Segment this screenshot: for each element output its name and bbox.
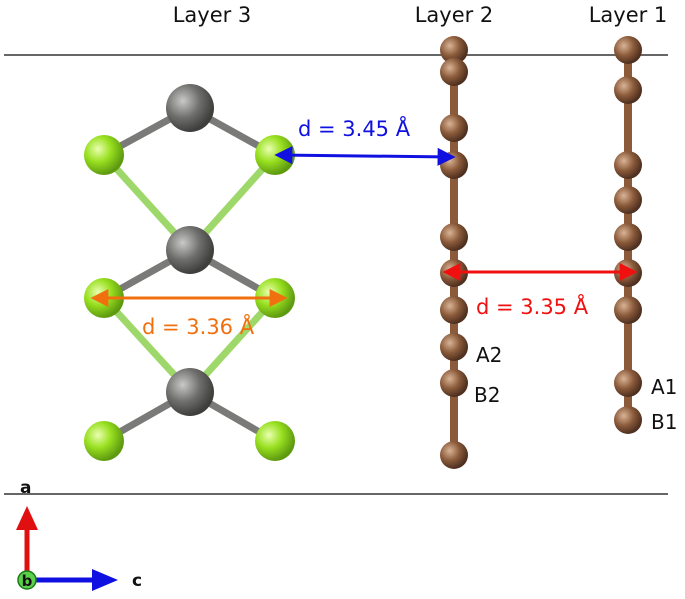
axis-b-marker bbox=[17, 570, 37, 590]
site-label-a2: A2 bbox=[476, 343, 502, 367]
layer-3-structure bbox=[84, 84, 295, 461]
layer-1-structure bbox=[614, 36, 642, 434]
site-label-a1: A1 bbox=[651, 375, 677, 399]
carbon-atom bbox=[614, 76, 642, 104]
crystal-axes: a c b bbox=[16, 478, 142, 591]
carbon-atom bbox=[614, 151, 642, 179]
axis-c-label: c bbox=[132, 571, 142, 591]
halogen-atom bbox=[255, 421, 295, 461]
distance-label-orange: d = 3.36 Å bbox=[142, 313, 255, 339]
site-label-b2: B2 bbox=[474, 383, 500, 407]
carbon-atom bbox=[440, 151, 468, 179]
carbon-atom bbox=[614, 36, 642, 64]
carbon-atom bbox=[440, 58, 468, 86]
distance-arrow-blue bbox=[274, 146, 456, 166]
carbon-atom-a1 bbox=[614, 369, 642, 397]
carbon-atom bbox=[440, 441, 468, 469]
carbon-atom bbox=[440, 296, 468, 324]
site-label-b1: B1 bbox=[651, 410, 677, 434]
distance-label-blue: d = 3.45 Å bbox=[298, 115, 411, 141]
metal-atom bbox=[166, 226, 214, 274]
metal-atom bbox=[166, 84, 214, 132]
carbon-atom bbox=[614, 223, 642, 251]
halogen-atom bbox=[84, 421, 124, 461]
axis-a-label: a bbox=[20, 478, 31, 498]
carbon-atom bbox=[440, 223, 468, 251]
layer-1-title: Layer 1 bbox=[589, 3, 668, 27]
carbon-atom bbox=[440, 114, 468, 142]
axis-c-arrowhead bbox=[92, 569, 118, 591]
layer-2-title: Layer 2 bbox=[415, 3, 494, 27]
axis-b-label: b bbox=[22, 572, 33, 590]
layer-2-structure bbox=[440, 36, 468, 469]
halogen-atom bbox=[84, 135, 124, 175]
carbon-atom bbox=[614, 296, 642, 324]
metal-atom bbox=[166, 368, 214, 416]
carbon-atom bbox=[614, 186, 642, 214]
carbon-atom-b1 bbox=[614, 406, 642, 434]
carbon-atom-a2 bbox=[440, 333, 468, 361]
layer-3-title: Layer 3 bbox=[173, 3, 252, 27]
axis-a-arrowhead bbox=[16, 506, 38, 530]
distance-label-red: d = 3.35 Å bbox=[476, 293, 589, 319]
carbon-atom-b2 bbox=[440, 369, 468, 397]
carbon-atom bbox=[440, 36, 468, 64]
